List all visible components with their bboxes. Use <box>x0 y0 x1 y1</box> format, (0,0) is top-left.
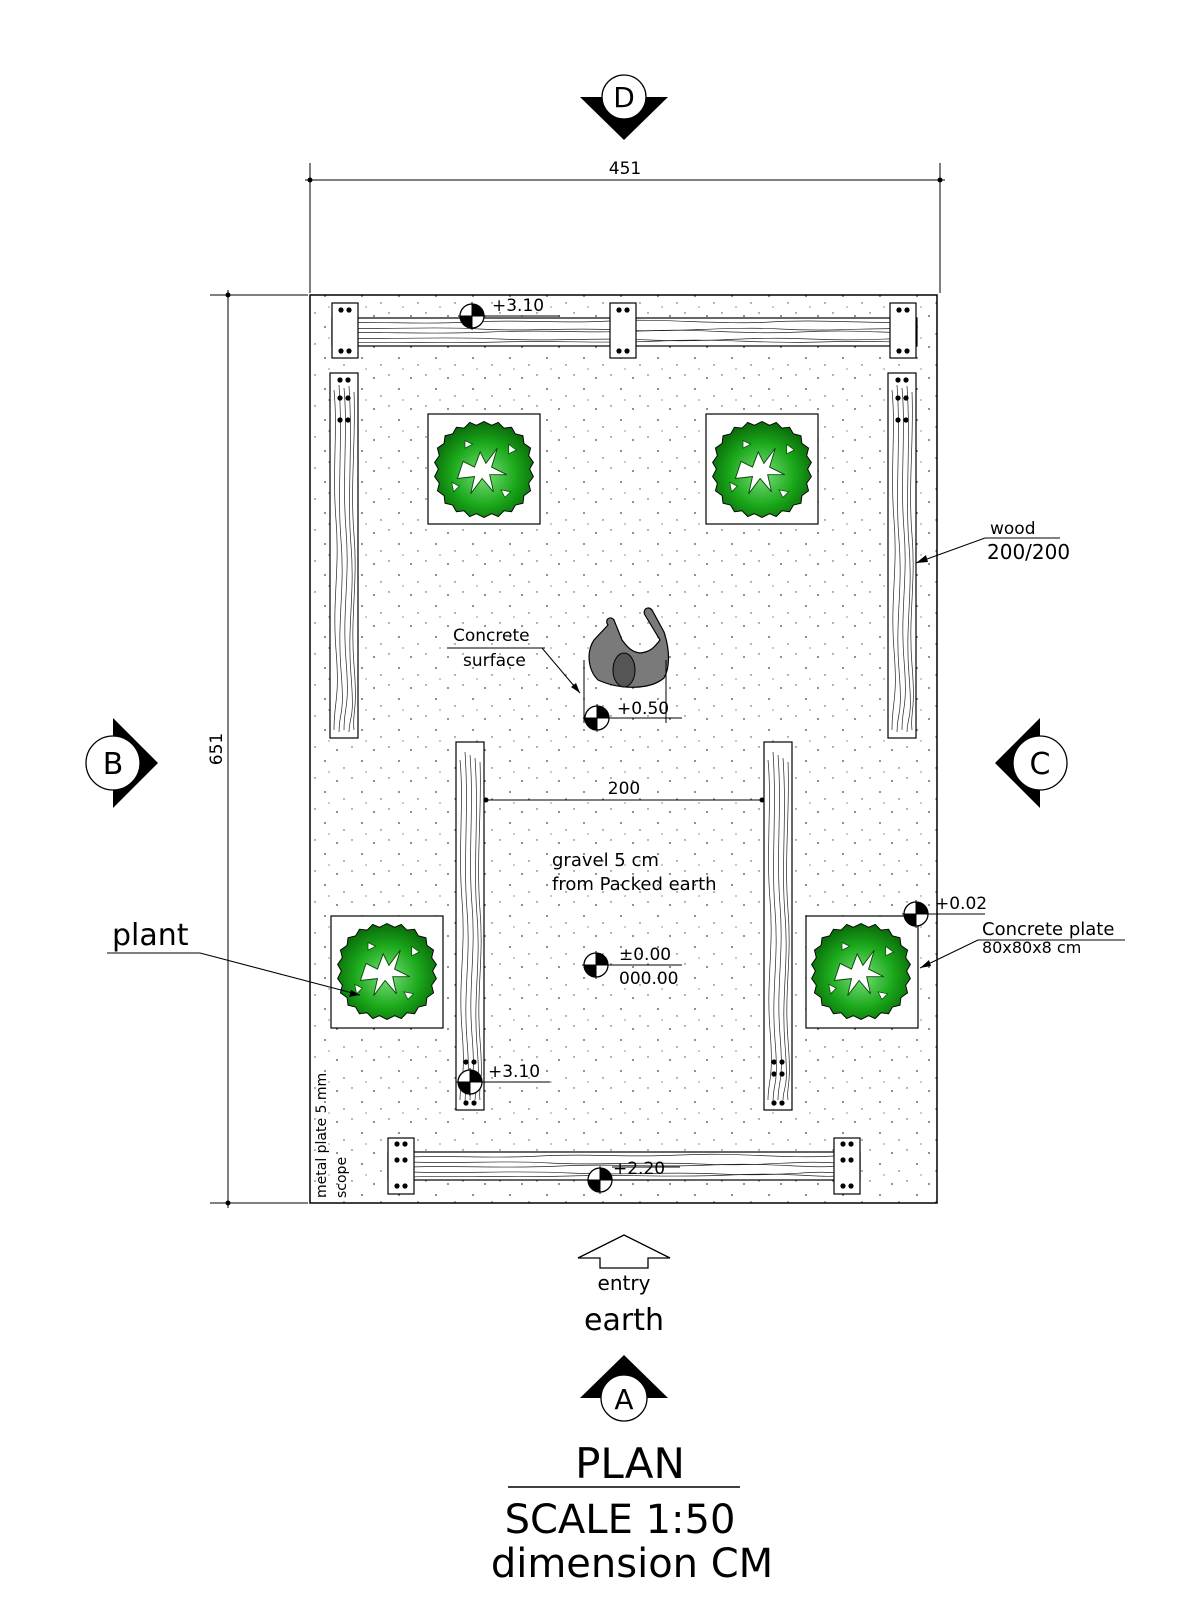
view-label-b: B <box>103 747 124 782</box>
earth-label: earth <box>584 1303 664 1338</box>
plan-units: dimension CM <box>491 1541 773 1587</box>
concrete-plate-label-line1: Concrete plate <box>982 919 1114 940</box>
tree-icon <box>434 421 534 518</box>
entry-arrow-icon <box>577 1234 671 1269</box>
concrete-plate-label-line2: 80x80x8 cm <box>982 938 1081 957</box>
tree-icon <box>712 421 812 518</box>
tree-icon <box>337 923 437 1020</box>
dimension-inner: 200 <box>483 779 765 803</box>
plant-callout: plant <box>107 918 361 997</box>
level-plate: +0.02 <box>935 894 987 914</box>
dimension-height: 651 <box>207 290 308 1208</box>
view-label-d: D <box>613 81 635 114</box>
level-person: +0.50 <box>617 699 669 719</box>
level-center-bottom: 000.00 <box>619 969 678 989</box>
dimension-width-value: 451 <box>609 159 641 179</box>
wood-callout: wood 200/200 <box>915 519 1070 564</box>
plant-label: plant <box>112 918 189 953</box>
plan-scale: SCALE 1:50 <box>505 1497 736 1543</box>
plan-boundary <box>309 294 938 1204</box>
view-label-c: C <box>1030 747 1051 782</box>
entry-label: entry <box>598 1271 651 1295</box>
wood-label: wood <box>990 519 1036 539</box>
level-top-beam: +3.10 <box>492 296 544 316</box>
wood-size-label: 200/200 <box>987 540 1070 564</box>
concrete-surface-label-line1: Concrete <box>453 626 530 646</box>
view-marker-a: A <box>580 1355 668 1422</box>
wood-beam-left <box>329 372 359 739</box>
level-bottom-beam: +2.20 <box>613 1159 665 1179</box>
dimension-width: 451 <box>305 159 945 293</box>
tree-icon <box>811 923 911 1020</box>
wood-beam-right <box>887 372 917 739</box>
wood-beam-bottom <box>387 1137 861 1195</box>
concrete-surface-callout: Concrete surface <box>447 626 581 694</box>
person-figure <box>583 607 670 723</box>
level-left-post: +3.10 <box>488 1062 540 1082</box>
view-label-a: A <box>614 1383 633 1416</box>
view-marker-c: C <box>995 718 1068 808</box>
metal-plate-label-line1: metal plate 5 mm <box>314 1073 330 1198</box>
view-marker-b: B <box>85 718 158 808</box>
wood-beam-inner-right <box>763 741 793 1111</box>
dimension-height-value: 651 <box>207 733 227 765</box>
dimension-inner-value: 200 <box>608 779 640 799</box>
level-center-top: ±0.00 <box>619 945 671 965</box>
wood-beam-top <box>331 302 918 359</box>
gravel-label-line2: from Packed earth <box>552 874 717 895</box>
concrete-surface-label-line2: surface <box>463 651 526 671</box>
wood-beam-inner-left <box>455 741 485 1111</box>
gravel-label-line1: gravel 5 cm <box>552 850 659 871</box>
metal-plate-label-line2: scope <box>334 1157 350 1198</box>
view-marker-d: D <box>580 74 668 140</box>
plan-title: PLAN <box>575 1439 685 1488</box>
concrete-plate-callout: Concrete plate 80x80x8 cm <box>919 919 1125 969</box>
